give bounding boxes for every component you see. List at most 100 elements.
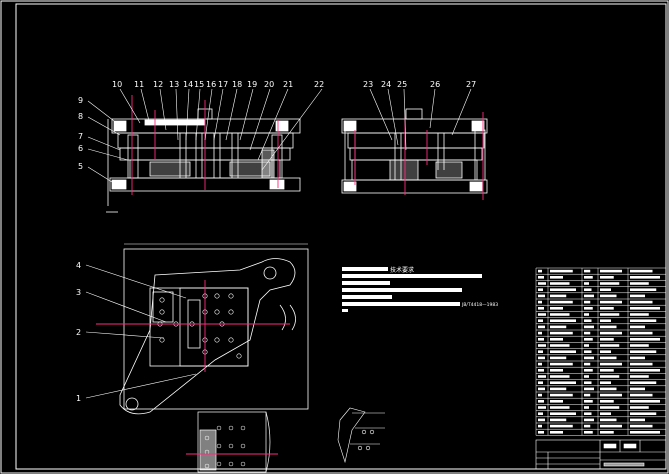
callout-19: 19 xyxy=(247,80,257,89)
parts-list-cell-text xyxy=(600,393,622,397)
parts-list-cell-text xyxy=(538,294,545,298)
parts-list-cell-text xyxy=(550,424,573,428)
section-b-centerlines xyxy=(354,110,484,200)
parts-list-cell-text xyxy=(584,418,594,422)
parts-list-cell-text xyxy=(538,338,544,341)
parts-list-cell-text xyxy=(550,269,573,273)
parts-list-cell-text xyxy=(584,381,592,384)
parts-list-cell-text xyxy=(630,276,660,279)
parts-list-cell-text xyxy=(600,375,620,378)
callout-14: 14 xyxy=(183,80,193,89)
parts-list-cell-text xyxy=(538,369,544,372)
parts-list-cell-text xyxy=(550,300,573,304)
parts-list-cell-text xyxy=(630,338,660,341)
callout-6: 6 xyxy=(78,144,83,153)
parts-list-cell-text xyxy=(584,356,594,360)
callout-23: 23 xyxy=(363,80,373,89)
section-b-elevation xyxy=(341,108,488,194)
section-a-callouts: 10 11 12 13 14 15 16 17 18 19 20 21 22 9… xyxy=(78,80,324,171)
parts-list-cell-text xyxy=(630,269,653,273)
parts-list-cell-text xyxy=(584,331,591,335)
parts-list-cell-text xyxy=(538,393,542,397)
callout-26: 26 xyxy=(430,80,440,89)
parts-list-cell-text xyxy=(630,288,657,291)
parts-list-cell-text xyxy=(630,406,649,409)
parts-list-cell-text xyxy=(550,313,570,316)
parts-list-cell-text xyxy=(630,424,653,428)
parts-list-cell-text xyxy=(630,393,653,397)
callout-3: 3 xyxy=(76,288,81,297)
parts-list-cell-text xyxy=(538,406,546,409)
parts-list-cell-text xyxy=(630,300,653,304)
parts-list-cell-text xyxy=(600,331,622,335)
parts-list-cell-text xyxy=(600,338,614,341)
parts-list-cell-text xyxy=(630,282,649,285)
parts-list-cell-text xyxy=(550,387,567,391)
parts-list-cell-text xyxy=(600,431,614,434)
callout-16: 16 xyxy=(206,80,216,89)
section-a-elevation xyxy=(106,108,301,213)
parts-list-cell-text xyxy=(538,418,545,422)
callout-8: 8 xyxy=(78,112,83,121)
parts-list-cell-text xyxy=(584,406,589,409)
parts-list-cell-text xyxy=(630,325,645,329)
callout-24: 24 xyxy=(381,80,391,89)
parts-list-cell-text xyxy=(600,276,614,279)
parts-list-cell-text xyxy=(538,288,543,291)
parts-list-cell-text xyxy=(584,338,593,341)
parts-list-cell-text xyxy=(550,344,570,347)
parts-list-cell-text xyxy=(550,350,576,353)
section-a-centerlines xyxy=(131,95,279,195)
parts-list-cell-text xyxy=(630,400,660,403)
parts-list-cell-text xyxy=(550,362,573,366)
parts-list-cell-text xyxy=(630,350,657,353)
parts-list-cell-text xyxy=(600,300,622,304)
parts-list-cell-text xyxy=(600,381,611,384)
parts-list-cell-text xyxy=(584,369,593,372)
parts-list-cell-text xyxy=(630,387,645,391)
parts-list-cell-text xyxy=(630,418,645,422)
callout-17: 17 xyxy=(218,80,228,89)
parts-list-cell-text xyxy=(600,288,611,291)
parts-list-cell-text xyxy=(538,412,543,415)
parts-list-cell-text xyxy=(538,325,545,329)
parts-list-cell-text xyxy=(600,269,622,273)
callout-11: 11 xyxy=(134,80,144,89)
parts-list-cell-text xyxy=(550,307,563,310)
callout-9: 9 xyxy=(78,96,83,105)
parts-list-cell-text xyxy=(584,362,591,366)
parts-list-cell-text xyxy=(584,325,594,329)
parts-list-cell-text xyxy=(550,369,563,372)
callout-22: 22 xyxy=(314,80,324,89)
parts-list-cell-text xyxy=(538,282,546,285)
parts-list-cell-text xyxy=(600,356,617,360)
parts-list-cell-text xyxy=(600,325,617,329)
section-b-callouts: 23 24 25 26 27 xyxy=(363,80,476,89)
parts-list-cell-text xyxy=(550,288,576,291)
parts-list-cell-text xyxy=(630,344,649,347)
parts-list-cell-text xyxy=(600,387,617,391)
parts-list-cell-text xyxy=(630,319,657,322)
parts-list-cell-text xyxy=(600,406,620,409)
parts-list-cell-text xyxy=(550,375,570,378)
parts-list-cell-text xyxy=(550,418,567,422)
parts-list-cell-text xyxy=(584,282,589,285)
parts-list-cell-text xyxy=(550,282,570,285)
parts-list-cell-text xyxy=(538,400,544,403)
parts-list-cell-text xyxy=(584,350,592,353)
parts-list-cell-text xyxy=(550,412,576,415)
parts-list-cell-text xyxy=(550,406,570,409)
parts-list-cell-text xyxy=(584,344,589,347)
parts-list-cell-text xyxy=(538,431,544,434)
parts-list-cell-text xyxy=(584,276,593,279)
parts-list-cell-text xyxy=(600,369,614,372)
parts-list-cell-text xyxy=(550,319,576,322)
parts-list-cell-text xyxy=(600,294,617,298)
callout-20: 20 xyxy=(264,80,274,89)
parts-list-cell-text xyxy=(600,344,620,347)
parts-list-cell-text xyxy=(600,282,620,285)
plan-view xyxy=(119,243,309,415)
parts-list-cell-text xyxy=(584,387,594,391)
